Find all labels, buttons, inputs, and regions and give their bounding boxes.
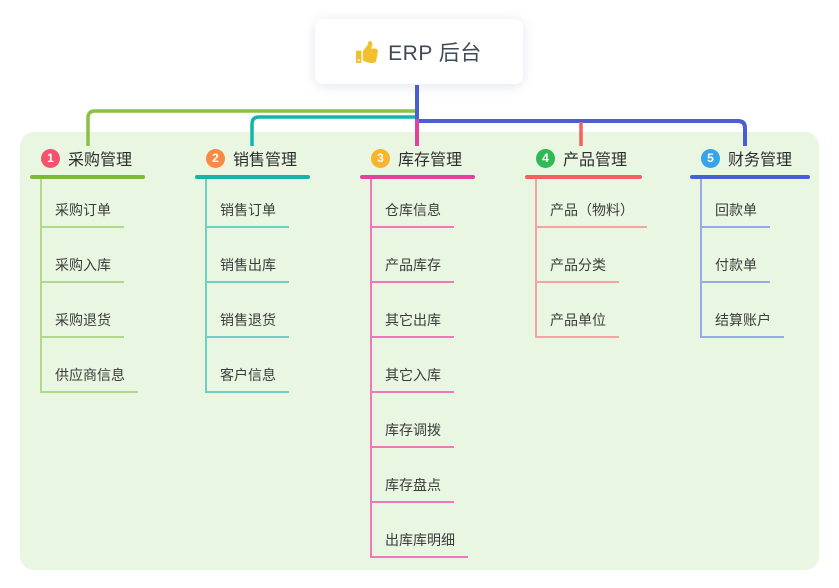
branch-item-label: 付款单 [715, 257, 757, 273]
branch-item[interactable]: 其它出库 [370, 283, 454, 338]
branch-item-label: 客户信息 [220, 367, 276, 383]
branch-header-4[interactable]: 4 产品管理 [525, 147, 627, 169]
branch-badge: 2 [206, 148, 225, 168]
branch-tree-line [535, 177, 537, 338]
branch-item[interactable]: 产品单位 [535, 283, 619, 338]
branch-item-label: 产品单位 [550, 312, 606, 328]
branch-item-label: 销售订单 [220, 202, 276, 218]
branch-item-label: 产品库存 [385, 257, 441, 273]
branch-items: 回款单付款单结算账户 [700, 173, 784, 338]
branch-items: 仓库信息产品库存其它出库其它入库库存调拨库存盘点出库库明细 [370, 173, 468, 558]
branch-item-label: 结算账户 [715, 312, 771, 328]
branch-tree-line [205, 177, 207, 393]
branch-item[interactable]: 付款单 [700, 228, 770, 283]
branch-item[interactable]: 供应商信息 [40, 338, 138, 393]
branch-item[interactable]: 采购退货 [40, 283, 124, 338]
branch-header-5[interactable]: 5 财务管理 [690, 147, 792, 169]
branch-badge: 5 [701, 148, 720, 168]
branch-item[interactable]: 销售退货 [205, 283, 289, 338]
canvas-panel [20, 132, 819, 570]
branch-item[interactable]: 销售订单 [205, 173, 289, 228]
branch-badge: 3 [371, 148, 390, 168]
branch-underline [360, 175, 475, 179]
root-node[interactable]: ERP 后台 [315, 19, 523, 84]
branch-item[interactable]: 产品（物料） [535, 173, 647, 228]
branch-underline [30, 175, 145, 179]
branch-item-label: 其它出库 [385, 312, 441, 328]
branch-tree-line [40, 177, 42, 393]
branch-label: 销售管理 [233, 152, 298, 169]
branch-item-label: 产品（物料） [550, 202, 634, 218]
branch-label: 财务管理 [728, 152, 793, 169]
branch-item[interactable]: 销售出库 [205, 228, 289, 283]
branch-badge: 4 [536, 148, 555, 168]
branch-item-label: 采购退货 [55, 312, 111, 328]
branch-item-label: 采购入库 [55, 257, 111, 273]
branch-label: 产品管理 [563, 152, 628, 169]
branch-item[interactable]: 出库库明细 [370, 503, 468, 558]
branch-items: 产品（物料） 产品分类产品单位 [535, 173, 647, 338]
branch-items: 销售订单销售出库销售退货客户信息 [205, 173, 289, 393]
branch-item[interactable]: 仓库信息 [370, 173, 454, 228]
branch-label: 库存管理 [398, 152, 463, 169]
branch-item-label: 产品分类 [550, 257, 606, 273]
branch-item[interactable]: 其它入库 [370, 338, 454, 393]
branch-item[interactable]: 产品分类 [535, 228, 619, 283]
branch-item-label: 采购订单 [55, 202, 111, 218]
branch-header-3[interactable]: 3 库存管理 [360, 147, 462, 169]
branch-item[interactable]: 库存盘点 [370, 448, 454, 503]
branch-item-label: 销售出库 [220, 257, 276, 273]
branch-item[interactable]: 采购入库 [40, 228, 124, 283]
branch-items: 采购订单采购入库采购退货供应商信息 [40, 173, 138, 393]
branch-header-2[interactable]: 2 销售管理 [195, 147, 297, 169]
branch-item-label: 库存盘点 [385, 477, 441, 493]
branch-underline [525, 175, 642, 179]
branch-underline [690, 175, 810, 179]
branch-item[interactable]: 结算账户 [700, 283, 784, 338]
branch-underline [195, 175, 310, 179]
thumbs-up-icon [356, 40, 379, 63]
branch-item[interactable]: 库存调拨 [370, 393, 454, 448]
root-title: ERP 后台 [388, 41, 482, 65]
branch-item-label: 供应商信息 [55, 367, 125, 383]
branch-item-label: 仓库信息 [385, 202, 441, 218]
branch-item[interactable]: 回款单 [700, 173, 770, 228]
branch-label: 采购管理 [68, 152, 133, 169]
branch-item[interactable]: 采购订单 [40, 173, 124, 228]
branch-item[interactable]: 产品库存 [370, 228, 454, 283]
branch-item-label: 其它入库 [385, 367, 441, 383]
branch-tree-line [700, 177, 702, 338]
branch-item-label: 回款单 [715, 202, 757, 218]
branch-tree-line [370, 177, 372, 558]
branch-header-1[interactable]: 1 采购管理 [30, 147, 132, 169]
branch-badge: 1 [41, 148, 60, 168]
branch-item-label: 库存调拨 [385, 422, 441, 438]
branch-item-label: 销售退货 [220, 312, 276, 328]
branch-item-label: 出库库明细 [385, 532, 455, 548]
branch-item[interactable]: 客户信息 [205, 338, 289, 393]
